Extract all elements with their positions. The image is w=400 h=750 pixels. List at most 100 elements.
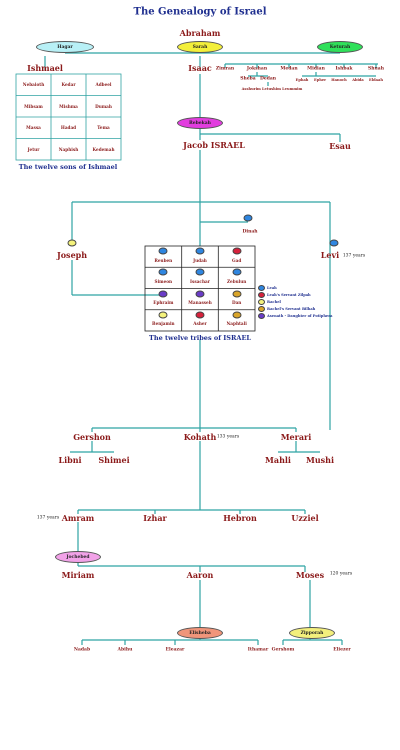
legend-swatch: [258, 306, 265, 312]
ishmael-son-cell: Dumah: [95, 103, 112, 109]
person-merari: Merari: [280, 432, 312, 442]
legend-item: Rachel's Servant Bilhah: [258, 306, 315, 312]
legend-item: Asenath - Daughter of Potiphera: [258, 313, 332, 319]
page-title: The Genealogy of Israel: [133, 6, 267, 18]
tribe-mother-dot: [232, 247, 242, 255]
legend-label: Rachel: [267, 300, 281, 304]
wife-rebekah-label: Rebekah: [189, 120, 211, 126]
person-nadab: Nadab: [73, 647, 91, 653]
legend-swatch: [258, 313, 265, 319]
person-abihu: Abihu: [117, 647, 133, 653]
ishmael-son-cell: Kedemah: [92, 146, 115, 152]
person-izhar: Izhar: [143, 513, 167, 523]
keturah-son: Ishbak: [335, 66, 353, 72]
wife-jochebed-label: Jochebed: [66, 554, 90, 560]
ishmael-son-cell: Nebaioth: [22, 82, 45, 88]
midian-son: Ephah: [295, 78, 309, 82]
wife-zipporah-oval: Zipporah: [289, 627, 335, 639]
ishmael-son-cell: Naphish: [58, 146, 79, 152]
ishmael-son-cell: Mibsam: [24, 103, 43, 109]
ishmael-son-cell: Tema: [97, 125, 110, 131]
midian-son: Hanoch: [331, 78, 347, 82]
wife-rebekah-oval: Rebekah: [177, 117, 223, 129]
person-dinah: Dinah: [242, 229, 258, 235]
wife-jochebed-oval: Jochebed: [55, 551, 101, 563]
tribes-grid-lines: [144, 245, 256, 332]
person-hebron: Hebron: [223, 513, 257, 523]
legend-label: Leah's Servant Zilpah: [267, 293, 311, 297]
dinah-mother-dot: [243, 214, 253, 222]
tribe-name: Judah: [193, 257, 207, 263]
person-joseph: Joseph: [56, 250, 88, 260]
person-gershon: Gershon: [73, 432, 111, 442]
keturah-son: Zimran: [215, 66, 235, 72]
wife-elisheba-label: Elisheba: [189, 630, 211, 636]
ishmael-son-cell: Massa: [26, 125, 41, 131]
dedan-sons: Asshurim Letushim Leummim: [241, 87, 303, 91]
joseph-mother-dot: [67, 239, 77, 247]
midian-son: Abida: [352, 78, 364, 82]
tribe-mother-dot: [158, 290, 168, 297]
person-gershom: Gershom: [271, 647, 295, 653]
jokshan-son: Dedan: [259, 76, 277, 82]
wife-sarah-oval: Sarah: [177, 41, 223, 53]
person-abraham: Abraham: [179, 28, 221, 38]
person-moses: Moses: [295, 570, 325, 580]
legend-swatch: [258, 292, 265, 298]
tribe-name: Asher: [193, 321, 207, 327]
wife-zipporah-label: Zipporah: [300, 630, 324, 636]
person-miriam: Miriam: [61, 570, 95, 580]
legend-item: Leah's Servant Zilpah: [258, 292, 311, 298]
person-shimei: Shimei: [98, 455, 130, 465]
tribe-name: Gad: [232, 257, 242, 263]
kohath-years: 133 years: [216, 434, 240, 440]
person-isaac: Isaac: [188, 63, 212, 73]
keturah-son: Shuah: [368, 66, 384, 72]
ishmael-caption: The twelve sons of Ishmael: [18, 163, 118, 171]
person-mahli: Mahli: [265, 455, 291, 465]
person-ithamar: Ithamar: [247, 647, 269, 653]
ishmael-son-cell: Hadad: [60, 125, 77, 131]
tribe-mother-dot: [195, 247, 205, 255]
ishmael-son-cell: Mishma: [59, 103, 78, 109]
tribe-name: Naphtali: [226, 321, 247, 327]
tribe-name: Dan: [231, 300, 242, 306]
ishmael-son-cell: Kedar: [61, 82, 76, 88]
tribe-name: Benjamin: [152, 321, 175, 327]
tribe-mother-dot: [232, 268, 242, 276]
jokshan-son: Sheba: [240, 76, 256, 82]
person-esau: Esau: [329, 141, 351, 151]
person-kohath: Kohath: [183, 432, 217, 442]
levi-mother-dot: [329, 239, 339, 247]
tribe-mother-dot: [232, 290, 242, 297]
midian-son: Eldaah: [369, 78, 383, 82]
wife-elisheba-oval: Elisheba: [177, 627, 223, 639]
tribe-name: Ephraim: [153, 300, 174, 306]
ishmael-son-cell: Adbeel: [95, 82, 112, 88]
tribes-caption: The twelve tribes of ISRAEL: [149, 334, 251, 342]
tribe-mother-dot: [195, 311, 205, 319]
person-libni: Libni: [58, 455, 82, 465]
tribe-mother-dot: [158, 247, 168, 255]
person-aaron: Aaron: [186, 570, 214, 580]
tribe-mother-dot: [158, 268, 168, 276]
keturah-son: Jokshan: [246, 66, 268, 72]
tribe-mother-dot: [195, 268, 205, 276]
person-uzziel: Uzziel: [291, 513, 319, 523]
wife-sarah-label: Sarah: [192, 44, 208, 50]
person-mushi: Mushi: [305, 455, 335, 465]
person-jacob: Jacob ISRAEL: [183, 140, 245, 150]
keturah-son: Midian: [307, 66, 325, 72]
moses-years: 120 years: [329, 571, 353, 577]
amram-years: 137 years: [36, 515, 60, 521]
tribe-mother-dot: [232, 311, 242, 319]
legend-item: Leah: [258, 285, 277, 291]
wife-keturah-oval: Keturah: [317, 41, 363, 53]
legend-swatch: [258, 299, 265, 305]
midian-son: Epher: [313, 78, 327, 82]
person-eleazar: Eleazar: [165, 647, 185, 653]
tribe-name: Issachar: [190, 278, 210, 284]
ishmael-sons-grid-lines: [15, 73, 122, 161]
tribe-name: Manasseh: [188, 300, 212, 306]
wife-keturah-label: Keturah: [329, 44, 351, 50]
